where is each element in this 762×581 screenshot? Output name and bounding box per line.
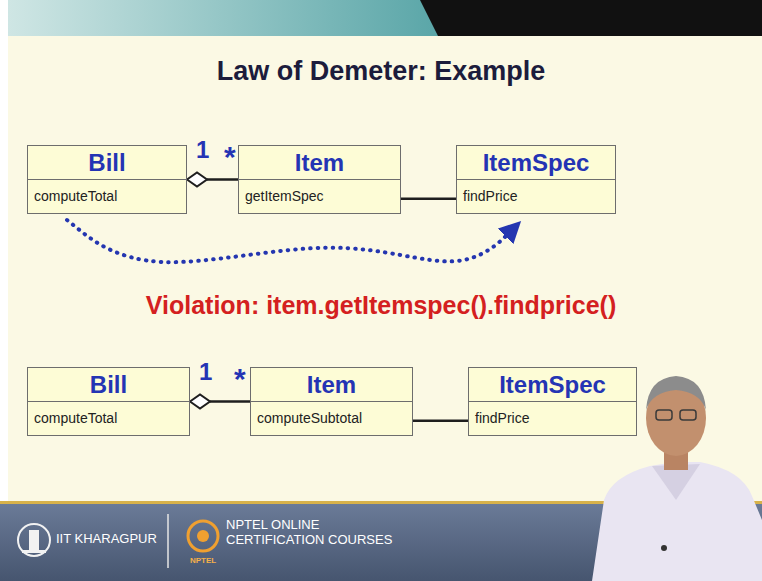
aggregation-diamond — [190, 395, 210, 409]
lecturer-microphone — [661, 545, 667, 551]
association-line — [210, 400, 250, 403]
lecturer-glasses-right — [680, 410, 696, 420]
top-dark-band — [420, 0, 762, 36]
multiplicity: * — [234, 362, 246, 397]
iit-logo-base — [22, 550, 46, 553]
dependency-arrow — [67, 220, 518, 262]
class-box: BillcomputeTotal — [27, 367, 190, 436]
class-name: Item — [239, 146, 400, 179]
method-name: computeSubtotal — [251, 401, 412, 435]
class-box: ItemcomputeSubtotal — [250, 367, 413, 436]
association-line — [413, 420, 468, 423]
method-name: findPrice — [457, 179, 615, 213]
class-box: ItemgetItemSpec — [238, 145, 401, 214]
iit-logo-pillar — [29, 530, 39, 550]
logo-text: NPTEL — [190, 556, 216, 565]
top-band — [8, 0, 438, 36]
class-name: Bill — [28, 368, 189, 401]
footer-divider — [167, 514, 169, 568]
multiplicity: * — [224, 140, 236, 175]
lecturer-hair — [646, 376, 706, 410]
association-line — [401, 198, 456, 201]
lecturer-shirt — [592, 462, 762, 581]
institute-name: IIT KHARAGPUR — [56, 532, 157, 547]
method-name: computeTotal — [28, 401, 189, 435]
class-box: ItemSpecfindPrice — [456, 145, 616, 214]
multiplicity: 1 — [196, 136, 209, 164]
class-name: Item — [251, 368, 412, 401]
iit-logo — [18, 524, 50, 556]
nptel-logo-core — [197, 530, 209, 542]
method-name: computeTotal — [28, 179, 186, 213]
course-name: NPTEL ONLINE CERTIFICATION COURSES — [226, 518, 396, 548]
method-name: getItemSpec — [239, 179, 400, 213]
nptel-logo-ring — [188, 521, 218, 551]
violation-note: Violation: item.getItemspec().findprice(… — [0, 291, 762, 320]
aggregation-diamond — [187, 173, 207, 187]
lecturer-glasses-left — [656, 410, 672, 420]
class-name: ItemSpec — [457, 146, 615, 179]
slide-title: Law of Demeter: Example — [0, 56, 762, 87]
class-name: Bill — [28, 146, 186, 179]
class-name: ItemSpec — [469, 368, 636, 401]
method-name: findPrice — [469, 401, 636, 435]
class-box: BillcomputeTotal — [27, 145, 187, 214]
association-line — [207, 178, 238, 181]
iit-logo-ring — [18, 524, 50, 556]
nptel-logo — [188, 521, 218, 551]
multiplicity: 1 — [199, 358, 212, 386]
class-box: ItemSpecfindPrice — [468, 367, 637, 436]
